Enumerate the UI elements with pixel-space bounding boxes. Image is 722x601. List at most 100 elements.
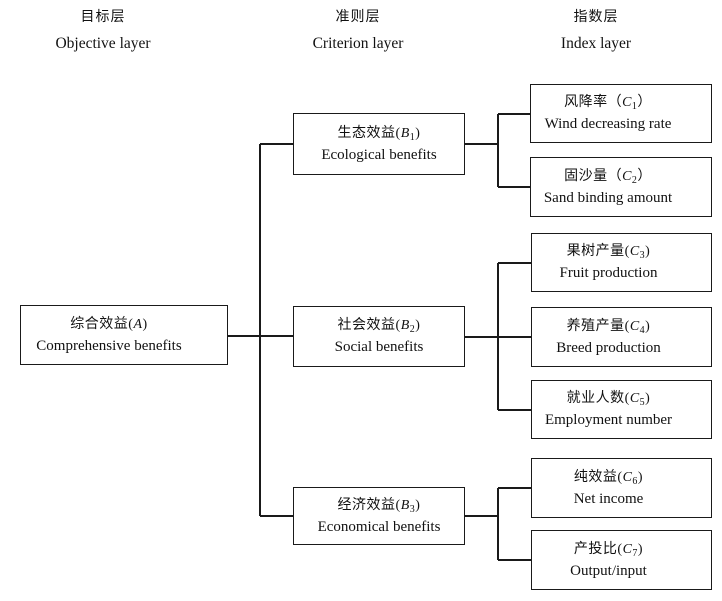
node-index-c2: 固沙量（C2） Sand binding amount — [530, 157, 712, 217]
node-b1-label-en: Ecological benefits — [321, 146, 437, 163]
node-b2-paren-open: ( — [395, 318, 401, 333]
node-c5-paren-close: ) — [645, 391, 651, 406]
layer-header-index-en: Index layer — [560, 35, 632, 52]
node-c4-label-zh: 养殖产量(C4) — [567, 316, 651, 338]
node-c5-label-zh: 就业人数(C5) — [567, 388, 651, 410]
node-c1-label-zh: 风降率（C1） — [564, 92, 652, 114]
node-c3-subscript: 3 — [639, 250, 646, 261]
node-c4-zh-text: 养殖产量 — [566, 318, 625, 334]
node-c3-paren-open: ( — [624, 244, 630, 259]
node-c7-zh-text: 产投比 — [573, 541, 618, 557]
connector-objective-to-criteria — [228, 143, 293, 517]
layer-header-objective-zh: 目标层 — [80, 10, 126, 25]
node-c1-letter: C — [622, 95, 632, 110]
node-c7-letter: C — [622, 541, 633, 557]
node-b3-paren-close: ) — [415, 497, 421, 513]
node-c7-paren-open: ( — [617, 541, 623, 557]
node-c5-label-en: Employment number — [544, 412, 673, 428]
node-c4-letter: C — [629, 318, 640, 334]
node-objective-a: 综合效益(A) Comprehensive benefits — [20, 305, 228, 365]
node-b2-letter: B — [400, 318, 410, 333]
node-a-letter: A — [133, 316, 143, 332]
node-c4-paren-open: ( — [624, 318, 630, 334]
node-c4-subscript: 4 — [639, 324, 646, 336]
node-b2-label-zh: 社会效益(B2) — [338, 315, 421, 337]
connector-b1-to-indexes — [465, 113, 531, 188]
node-a-label-en: Comprehensive benefits — [36, 337, 182, 354]
node-b3-zh-text: 经济效益 — [337, 497, 396, 513]
node-index-c4: 养殖产量(C4) Breed production — [531, 307, 712, 367]
node-b2-subscript: 2 — [409, 324, 416, 335]
node-c2-paren-close: ） — [637, 168, 652, 184]
node-c4-label-en: Breed production — [556, 339, 661, 356]
node-c7-label-zh: 产投比(C7) — [574, 539, 643, 561]
node-c6-paren-close: ) — [637, 469, 644, 485]
node-b1-paren-close: ) — [415, 125, 421, 141]
node-a-paren-close: ) — [142, 316, 148, 332]
layer-header-criterion: 准则层 Criterion layer — [273, 9, 443, 53]
node-index-c7: 产投比(C7) Output/input — [531, 530, 712, 590]
node-c2-letter: C — [622, 168, 632, 184]
node-b1-subscript: 1 — [409, 131, 416, 143]
node-b2-paren-close: ) — [415, 318, 421, 333]
node-c6-label-en: Net income — [573, 490, 644, 507]
node-c2-label-zh: 固沙量（C2） — [564, 166, 652, 188]
node-c6-letter: C — [622, 469, 633, 485]
node-c2-subscript: 2 — [631, 174, 638, 186]
node-c3-zh-text: 果树产量 — [566, 244, 625, 259]
node-c1-label-en: Wind decreasing rate — [544, 116, 672, 132]
node-criterion-b3: 经济效益(B3) Economical benefits — [293, 487, 465, 545]
node-index-c6: 纯效益(C6) Net income — [531, 458, 712, 518]
node-c5-zh-text: 就业人数 — [566, 391, 625, 406]
layer-header-criterion-zh: 准则层 — [335, 10, 381, 25]
node-index-c1: 风降率（C1） Wind decreasing rate — [530, 84, 712, 143]
node-c3-paren-close: ) — [645, 244, 651, 259]
node-b3-label-zh: 经济效益(B3) — [338, 495, 421, 517]
node-c6-label-zh: 纯效益(C6) — [574, 467, 643, 489]
connector-b3-to-indexes — [465, 487, 531, 561]
node-c2-paren-open: （ — [607, 168, 623, 184]
node-criterion-b2: 社会效益(B2) Social benefits — [293, 306, 465, 367]
layer-header-objective-en: Objective layer — [55, 35, 151, 52]
node-c7-paren-close: ) — [637, 541, 644, 557]
node-b2-label-en: Social benefits — [334, 339, 424, 355]
layer-header-objective: 目标层 Objective layer — [18, 9, 188, 53]
node-b1-letter: B — [400, 125, 410, 141]
node-a-paren-open: ( — [128, 316, 134, 332]
node-c2-zh-text: 固沙量 — [564, 168, 608, 184]
node-b3-label-en: Economical benefits — [317, 518, 441, 535]
node-c6-zh-text: 纯效益 — [573, 469, 618, 485]
node-c3-label-zh: 果树产量(C3) — [567, 241, 651, 263]
node-b3-subscript: 3 — [409, 503, 416, 515]
node-c1-zh-text: 风降率 — [564, 95, 608, 110]
node-c2-label-en: Sand binding amount — [543, 189, 673, 206]
node-c1-paren-close: ） — [637, 95, 652, 110]
node-b1-label-zh: 生态效益(B1) — [338, 123, 421, 145]
layer-header-index-zh: 指数层 — [573, 10, 619, 25]
node-c3-label-en: Fruit production — [559, 265, 658, 281]
node-b3-letter: B — [400, 497, 410, 513]
node-a-zh-text: 综合效益 — [70, 316, 129, 332]
node-c1-paren-open: （ — [607, 95, 623, 110]
node-c6-subscript: 6 — [632, 475, 638, 487]
layer-header-criterion-en: Criterion layer — [312, 35, 404, 52]
layer-header-index: 指数层 Index layer — [511, 9, 681, 53]
connector-b2-to-indexes — [465, 262, 531, 411]
node-b2-zh-text: 社会效益 — [337, 318, 396, 333]
node-a-label-zh: 综合效益(A) — [70, 314, 147, 336]
node-c5-letter: C — [629, 391, 640, 406]
node-criterion-b1: 生态效益(B1) Ecological benefits — [293, 113, 465, 175]
node-b3-paren-open: ( — [395, 497, 401, 513]
node-c7-subscript: 7 — [632, 547, 638, 559]
node-c1-subscript: 1 — [631, 101, 638, 112]
node-index-c5: 就业人数(C5) Employment number — [531, 380, 712, 439]
node-c4-paren-close: ) — [645, 318, 651, 334]
node-c5-subscript: 5 — [639, 397, 646, 408]
node-b1-paren-open: ( — [395, 125, 401, 141]
node-b1-zh-text: 生态效益 — [337, 125, 396, 141]
node-c6-paren-open: ( — [617, 469, 623, 485]
node-c3-letter: C — [629, 244, 640, 259]
node-c5-paren-open: ( — [624, 391, 630, 406]
